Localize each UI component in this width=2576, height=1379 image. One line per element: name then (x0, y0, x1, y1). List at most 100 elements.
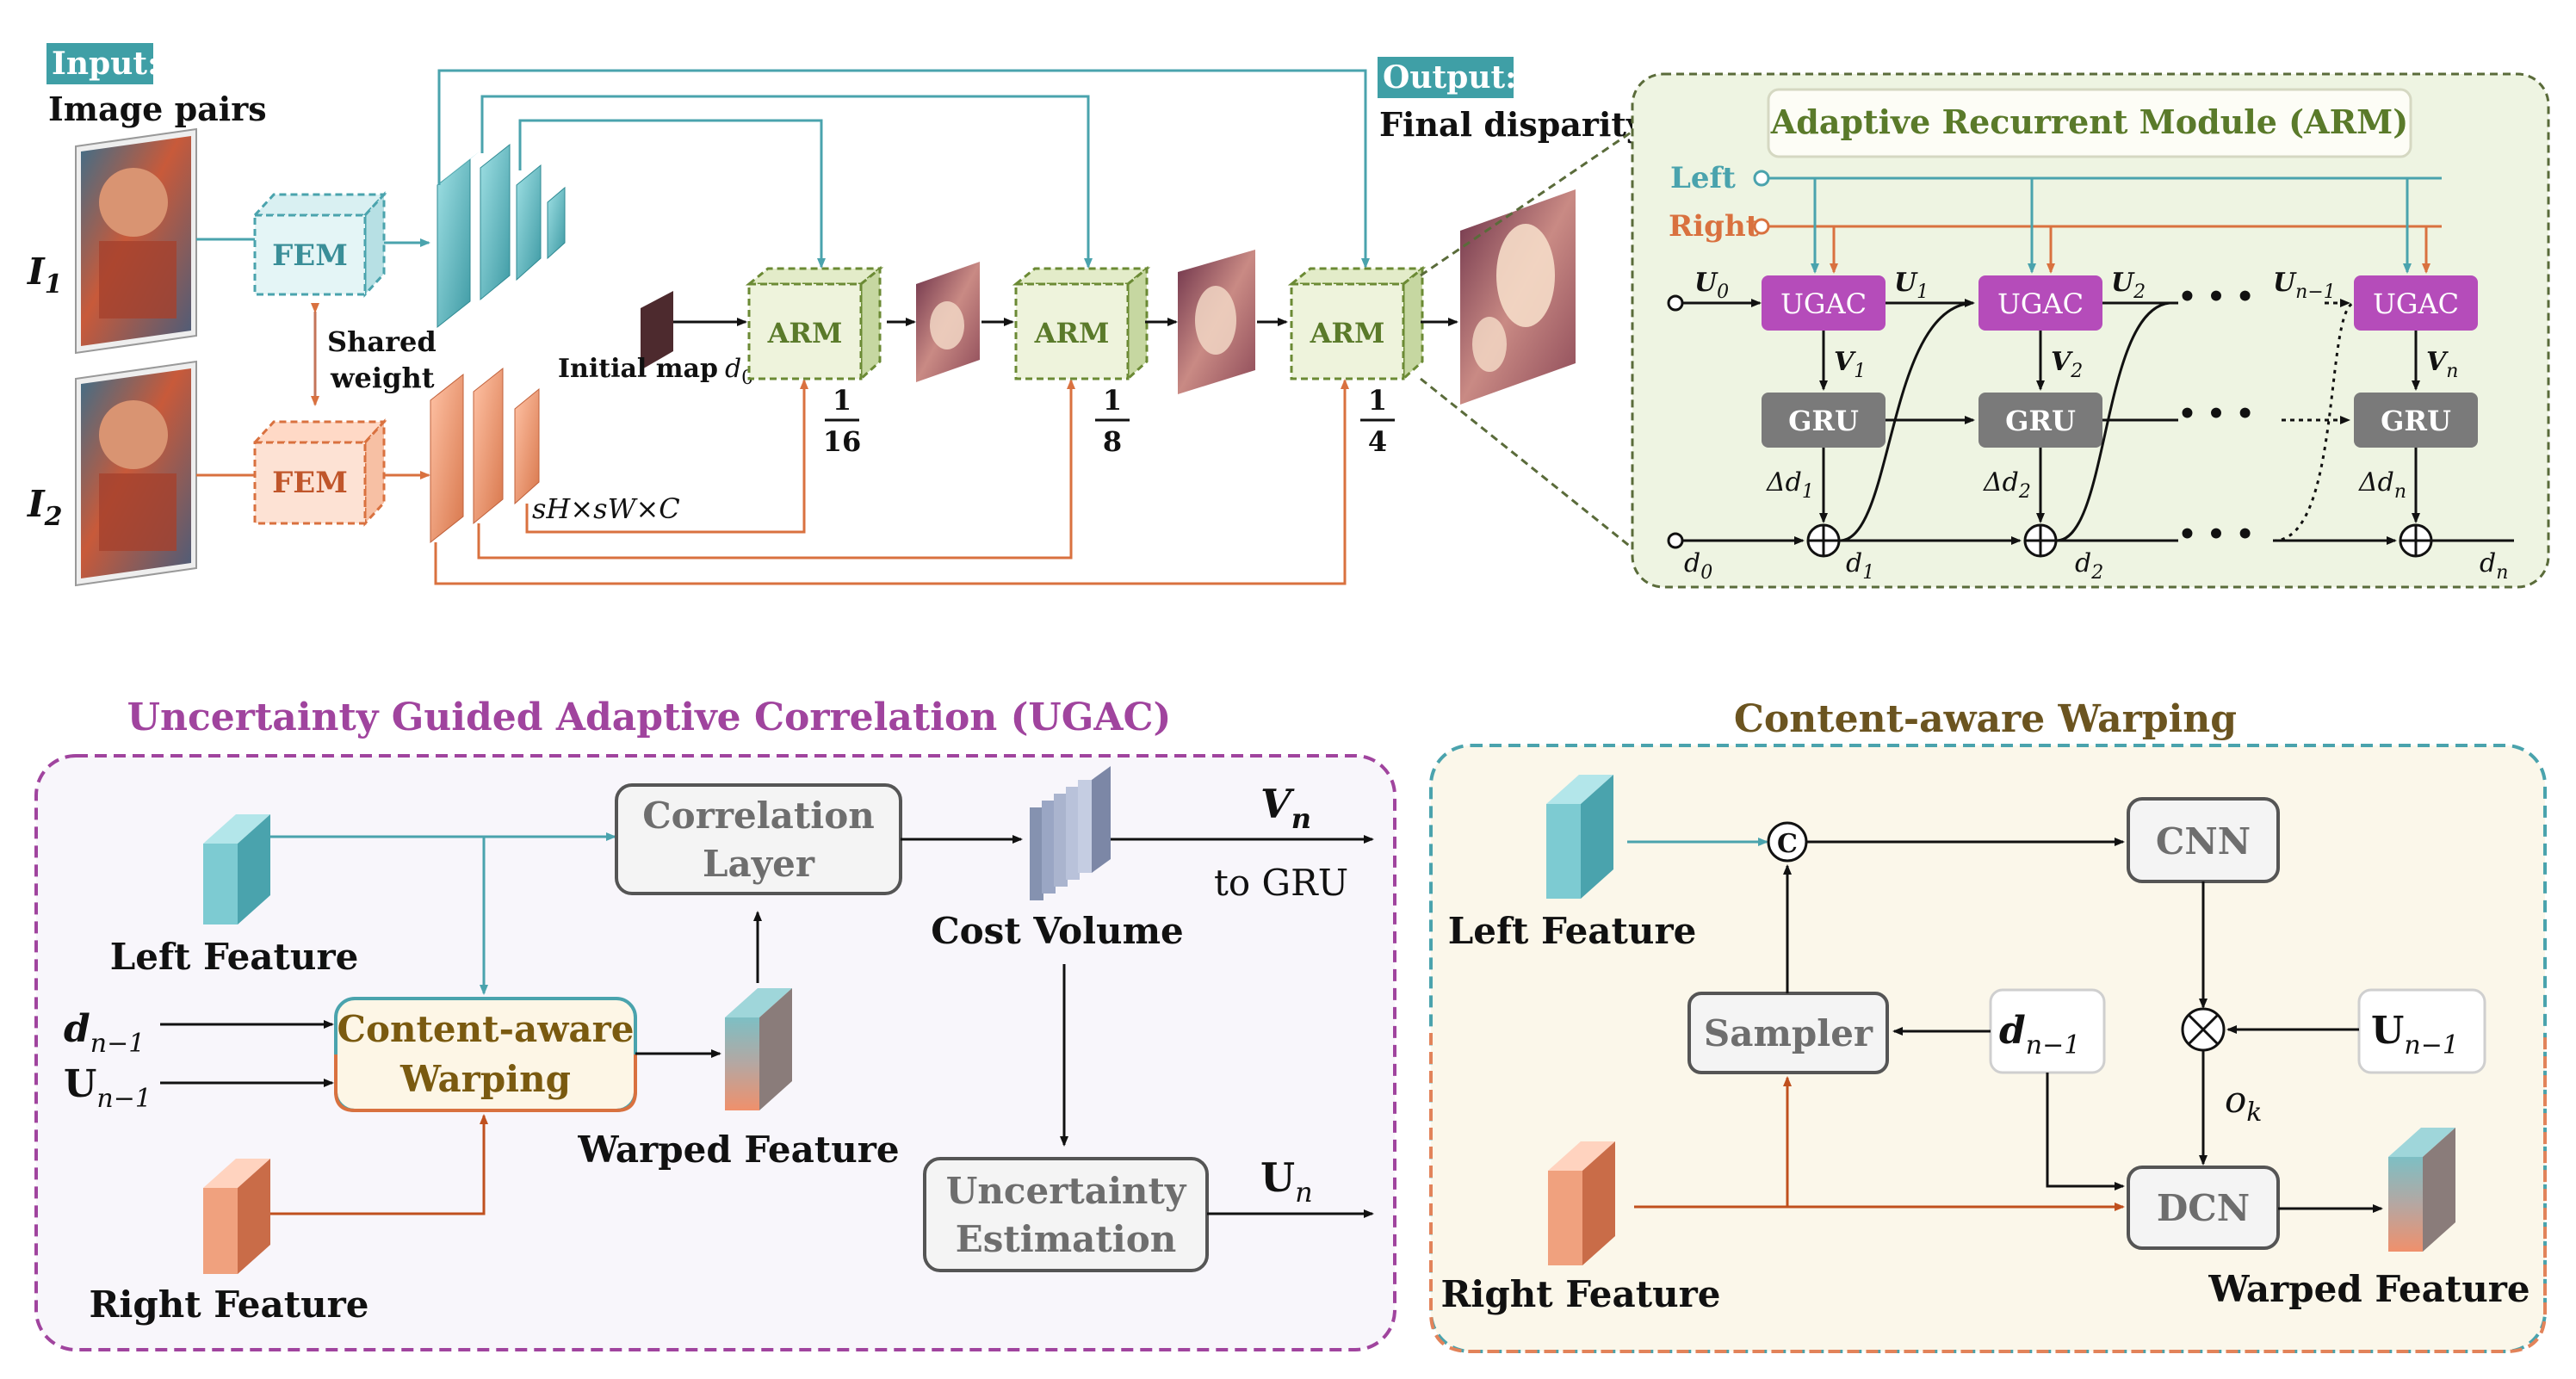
caw-u-input: Un−1 (2371, 1009, 2459, 1061)
caw-sampler-label: Sampler (1704, 1012, 1873, 1054)
scale-numerator: 1 (1368, 384, 1387, 417)
right-feature-pyramid (430, 367, 540, 544)
input-desc: Image pairs (48, 90, 267, 128)
ugac-box-label: UGAC (1780, 288, 1867, 320)
ugac-left-feature-block (203, 814, 270, 924)
caw-warped-feature-block (2388, 1128, 2455, 1252)
ugac-title: Uncertainty Guided Adaptive Correlation … (127, 696, 1172, 739)
scale-denominator: 16 (823, 425, 862, 458)
continuation-dots: • • • (2178, 517, 2255, 552)
scale-fraction-4: 14 (1360, 384, 1395, 458)
ugac-to-gru-label: to GRU (1214, 862, 1348, 904)
continuation-dots: • • • (2178, 280, 2255, 314)
image-i1 (75, 127, 197, 355)
ugac-box-1 (1762, 275, 1886, 331)
continuation-dots: • • • (2178, 397, 2255, 431)
arm-block-1: ARM (745, 265, 884, 382)
caw-title: Content-aware Warping (1734, 697, 2237, 741)
ugac-right-to-caw-arrow (270, 1114, 488, 1215)
zoom-line-bottom (1420, 377, 1637, 553)
initial-map-block (641, 291, 673, 370)
v-label: V1 (1834, 347, 1866, 382)
caw-left-feature-label: Left Feature (1448, 910, 1697, 952)
caw-right-feature-block (1548, 1141, 1615, 1265)
arm-panel-title-box (1767, 88, 2412, 158)
caw-concat-label: C (1777, 829, 1798, 859)
scale-numerator: 1 (1103, 384, 1122, 417)
caw-warped-feature-label: Warped Feature (2208, 1268, 2530, 1310)
delta-label: Δdn (2358, 467, 2406, 503)
arm-block-2-label: ARM (1034, 317, 1110, 349)
arm-panel-title: Adaptive Recurrent Module (ARM) (1770, 102, 2408, 141)
caw-left-feature-block (1546, 775, 1613, 899)
fem-top: FEM (251, 191, 387, 298)
ugac-uncertainty-line1: Uncertainty (946, 1170, 1187, 1212)
teal-route-to-arm1 (518, 119, 826, 269)
orange-route-to-arm3 (434, 379, 1349, 585)
delta-label: Δd1 (1766, 467, 1814, 503)
gru-box-1 (1762, 393, 1886, 448)
arm-left-label: Left (1670, 161, 1736, 195)
image-i2 (75, 360, 197, 587)
ugac-caw-line1: Content-aware (337, 1008, 635, 1050)
gru-box-2 (1978, 393, 2102, 448)
u-label-1: U1 (1894, 268, 1929, 303)
u-label-3: Un−1 (2273, 268, 2336, 303)
d-label-1: d1 (1846, 548, 1874, 584)
arm-block-2: ARM (1012, 265, 1151, 382)
teal-route-to-arm2 (480, 95, 1093, 269)
shared-weight-line2: weight (330, 362, 435, 394)
caw-u-box (2357, 988, 2486, 1074)
fem-top-label: FEM (272, 238, 348, 273)
arm-right-label: Right (1669, 209, 1760, 244)
caw-d-to-dcn-arrow (2046, 1073, 2125, 1190)
fem-bottom-label: FEM (272, 466, 348, 500)
feature-size-label: sH×sW×C (532, 492, 680, 525)
arm-block-1-label: ARM (767, 317, 843, 349)
output-desc: Final disparity (1379, 105, 1646, 144)
zoom-line-top (1420, 127, 1637, 277)
orange-route-to-arm1 (525, 379, 808, 534)
ugac-left-feature-label: Left Feature (110, 936, 359, 978)
scale-denominator: 8 (1103, 425, 1122, 458)
ugac-box-label: UGAC (2373, 288, 2459, 320)
ugac-right-feature-block (203, 1159, 270, 1274)
u-label-2: U2 (2111, 268, 2146, 303)
ugac-u-output: Un (1260, 1154, 1313, 1209)
arm-block-3-label: ARM (1310, 317, 1385, 349)
ugac-box-3 (2354, 275, 2478, 331)
ugac-right-feature-label: Right Feature (89, 1283, 368, 1326)
output-tag-bg (1378, 57, 1514, 98)
scale-numerator: 1 (833, 384, 851, 417)
ugac-box-label: UGAC (1997, 288, 2084, 320)
i2-label: I2 (27, 483, 63, 532)
ugac-d-input: dn−1 (64, 1007, 145, 1059)
d-label-2: d2 (2075, 548, 2103, 584)
teal-route-to-arm3 (437, 69, 1370, 269)
v-label: V2 (2051, 347, 2083, 382)
ugac-cost-volume-block (1030, 766, 1111, 900)
output-tag: Output: (1383, 59, 1516, 96)
caw-cnn-label: CNN (2156, 820, 2251, 863)
d-label-3: dn (2480, 548, 2508, 584)
caw-dcn-label: DCN (2157, 1187, 2250, 1229)
gru-box-label: GRU (2005, 405, 2076, 437)
delta-label: Δd2 (1983, 467, 2031, 503)
ugac-correlation-line2: Layer (703, 843, 815, 885)
ugac-warped-feature-block (725, 988, 792, 1110)
ugac-correlation-line1: Correlation (642, 795, 875, 837)
scale-fraction-8: 18 (1095, 384, 1130, 458)
d-label-0: d0 (1684, 548, 1712, 584)
ugac-cost-volume-label: Cost Volume (931, 910, 1184, 952)
fem-bottom: FEM (251, 418, 387, 527)
v-label: Vn (2426, 347, 2458, 382)
gru-box-3 (2354, 393, 2478, 448)
ugac-box-2 (1978, 275, 2102, 331)
u-label-0: U0 (1694, 268, 1729, 303)
ugac-uncertainty-line2: Estimation (956, 1218, 1177, 1260)
caw-right-feature-label: Right Feature (1440, 1273, 1720, 1315)
caw-d-input: dn−1 (1999, 1009, 2080, 1061)
gru-box-label: GRU (2381, 405, 2451, 437)
